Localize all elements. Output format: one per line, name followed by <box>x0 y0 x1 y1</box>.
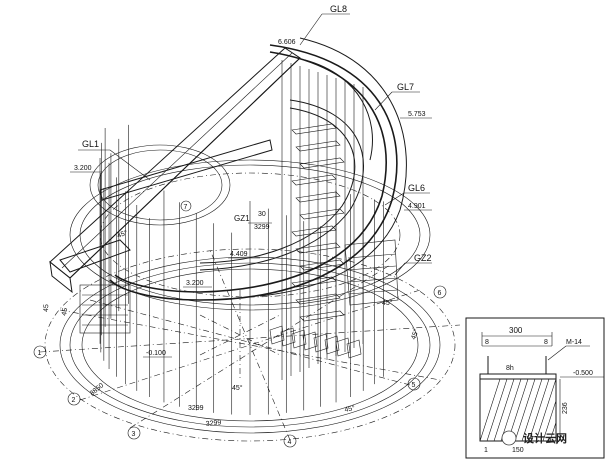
axis-2: 2 <box>72 397 76 404</box>
axis-7: 7 <box>184 204 188 211</box>
axis-6: 6 <box>438 290 442 297</box>
angle-45-f: 45 <box>61 307 69 316</box>
foundation-detail: 300 8 8 M-14 -0.500 8h 236 1 150 设计云网 <box>465 317 605 459</box>
columns <box>99 60 384 415</box>
level-neg0100: -0.100 <box>146 350 166 357</box>
hatch-line <box>555 440 558 445</box>
angle-45-c: 45° <box>232 384 243 392</box>
detail-plate: M-14 <box>566 339 582 346</box>
tread <box>291 276 337 288</box>
tread <box>313 333 329 353</box>
annotations: GL8 6.606 GL7 5.753 GL1 3.200 GL6 4.901 … <box>43 4 432 428</box>
tread <box>291 123 337 135</box>
angle-45-e: 45° <box>409 328 420 341</box>
hatch-line <box>493 378 515 442</box>
hatch-line <box>507 378 529 442</box>
right-flight <box>344 239 399 306</box>
axis-bubbles: 1 2 3 4 5 6 7 <box>33 200 447 448</box>
tread <box>335 337 351 357</box>
tread <box>299 259 345 271</box>
dim-gz1: 3299 <box>254 224 270 231</box>
tread <box>324 335 340 355</box>
detail-bottom-mid: 150 <box>512 447 524 454</box>
level-gl7: 5.753 <box>408 111 426 118</box>
tread <box>295 293 341 305</box>
detail-bolt-label: 8h <box>506 365 514 372</box>
axis-5: 5 <box>412 382 416 389</box>
axis-4: 4 <box>288 439 292 446</box>
hatch-line <box>549 422 557 442</box>
axis-1: 1 <box>38 350 42 357</box>
tread <box>295 140 341 152</box>
tread <box>269 325 285 345</box>
hatch-line <box>486 378 508 442</box>
center-star <box>199 290 281 380</box>
tread <box>291 225 337 237</box>
watermark-logo-icon <box>501 430 517 446</box>
label-gz2: GZ2 <box>414 253 432 263</box>
hatch-line <box>528 378 550 442</box>
level-gl8: 6.606 <box>278 39 296 46</box>
detail-width: 300 <box>509 326 523 335</box>
tread <box>302 331 318 351</box>
label-gl6: GL6 <box>408 183 425 193</box>
tread <box>299 157 345 169</box>
hatch-line <box>479 378 501 442</box>
tread <box>299 208 345 220</box>
detail-right-gap: 8 <box>544 339 548 346</box>
dim-3299-bottom: 3299 <box>205 419 221 428</box>
level-3200-inner: 3.200 <box>186 280 204 287</box>
level-gl1: 3.200 <box>74 165 92 172</box>
dim-3299-small: 3299 <box>188 405 204 412</box>
level-gl6: 4.901 <box>408 203 426 210</box>
inclined-beam <box>49 47 301 294</box>
detail-height: 236 <box>562 402 569 414</box>
hatch-line <box>514 378 536 442</box>
tread <box>295 242 341 254</box>
stair-treads <box>269 123 362 359</box>
angle-45-d: 45° <box>344 404 356 414</box>
watermark-text: 设计云网 <box>523 431 567 445</box>
angle-45-b: 45° <box>382 299 393 307</box>
detail-level: -0.500 <box>573 370 593 377</box>
lower-left-flight <box>79 284 131 334</box>
tread <box>346 339 362 359</box>
dim-gz1-top: 30 <box>258 211 266 218</box>
label-gl8: GL8 <box>330 4 347 14</box>
concrete-hatch <box>479 378 558 445</box>
label-gz1: GZ1 <box>234 214 250 223</box>
axis-3: 3 <box>132 431 136 438</box>
hatch-line <box>500 378 522 442</box>
hatch-line <box>535 378 557 442</box>
label-gl1: GL1 <box>82 139 99 149</box>
dim-45-left: 45 <box>43 304 50 312</box>
curved-stringers <box>109 37 407 301</box>
detail-left-gap: 8 <box>485 339 489 346</box>
tread <box>291 329 307 349</box>
tread <box>280 327 296 347</box>
tread <box>299 310 345 322</box>
label-gl7: GL7 <box>397 82 414 92</box>
tread <box>295 191 341 203</box>
level-4409: 4.409 <box>230 251 248 258</box>
hatch-line <box>521 378 543 442</box>
hatch-line <box>542 400 557 442</box>
tread <box>291 174 337 186</box>
dim-8850: 8850 <box>89 382 106 397</box>
detail-bottom-left: 1 <box>484 447 488 454</box>
angle-45-a: 45° <box>116 229 129 240</box>
